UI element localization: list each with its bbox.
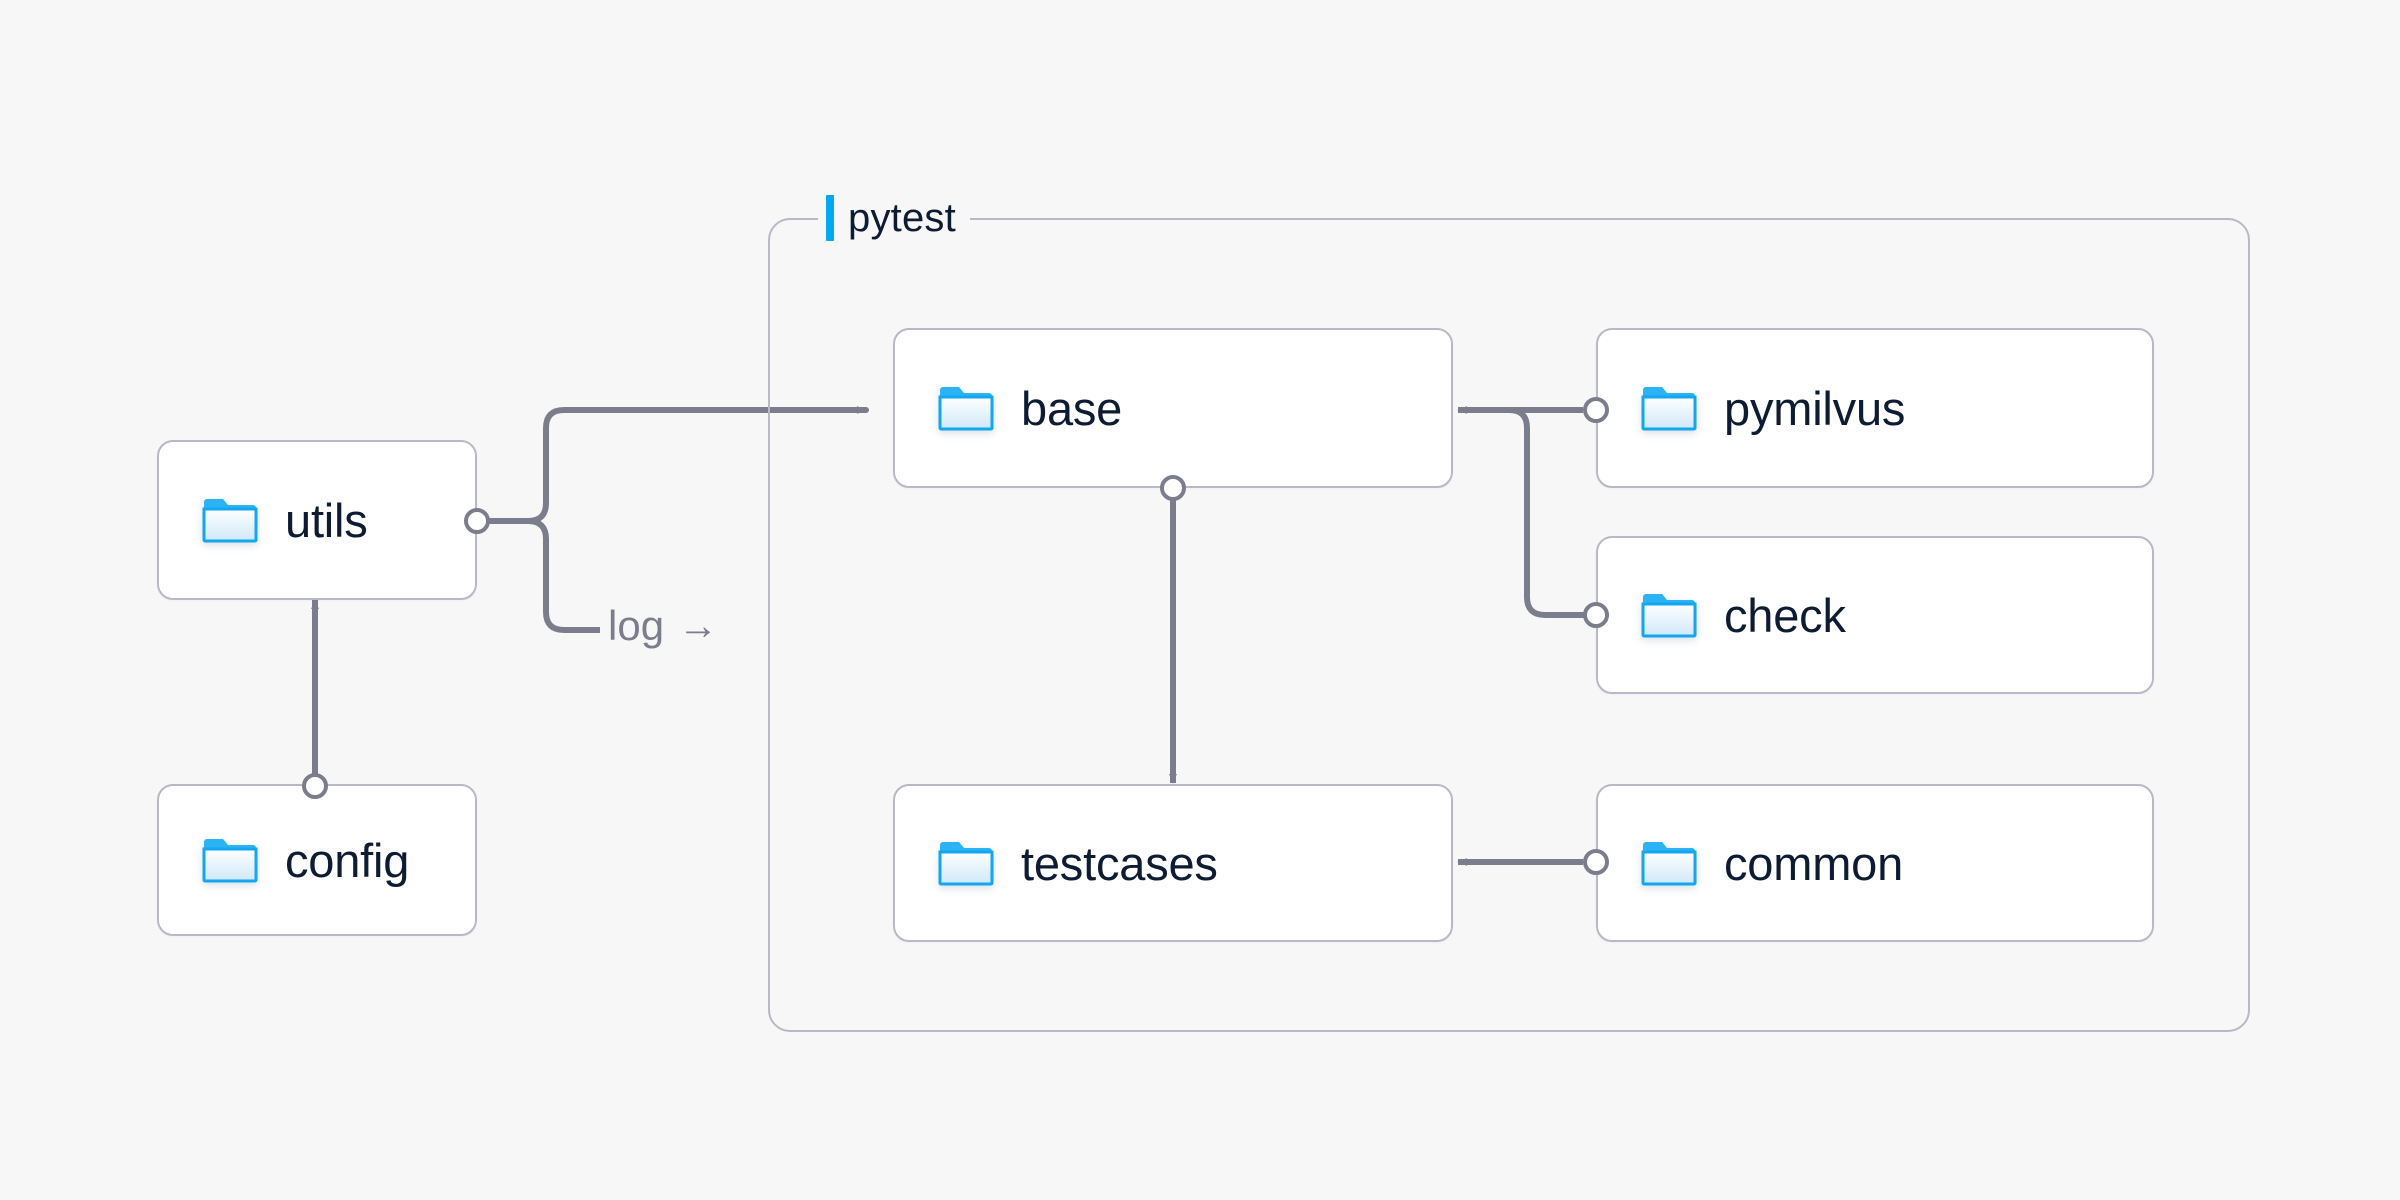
edge-utils-log bbox=[525, 518, 693, 633]
arrow-right-icon: → bbox=[678, 604, 719, 648]
port-utils-right[interactable] bbox=[464, 508, 490, 534]
edge-label-log: log → bbox=[600, 602, 727, 649]
folder-icon bbox=[938, 387, 994, 431]
node-testcases[interactable]: testcases bbox=[893, 784, 1453, 942]
folder-icon bbox=[1641, 842, 1697, 886]
node-pymilvus[interactable]: pymilvus bbox=[1596, 328, 2154, 488]
node-label: check bbox=[1724, 588, 1846, 642]
node-label: common bbox=[1724, 836, 1904, 890]
node-label: testcases bbox=[1021, 836, 1218, 890]
edge-utils-base bbox=[489, 406, 869, 524]
node-label: base bbox=[1021, 381, 1123, 435]
pytest-group-container[interactable] bbox=[768, 218, 2250, 1032]
edge-check-base bbox=[1477, 407, 1586, 618]
port-check-left[interactable] bbox=[1583, 602, 1609, 628]
folder-icon bbox=[202, 499, 258, 543]
node-utils[interactable]: utils bbox=[157, 440, 477, 600]
folder-icon bbox=[1641, 594, 1697, 638]
pytest-group-label: pytest bbox=[818, 185, 970, 251]
port-config-top[interactable] bbox=[302, 773, 328, 799]
node-label: config bbox=[285, 833, 410, 887]
node-label: pymilvus bbox=[1724, 381, 1906, 435]
folder-icon bbox=[938, 842, 994, 886]
edge-label-text: log bbox=[608, 602, 665, 649]
port-common-left[interactable] bbox=[1583, 849, 1609, 875]
node-label: utils bbox=[285, 493, 368, 547]
folder-icon bbox=[1641, 387, 1697, 431]
folder-icon bbox=[202, 839, 258, 883]
group-accent-bar bbox=[826, 195, 834, 241]
node-check[interactable]: check bbox=[1596, 536, 2154, 694]
node-base[interactable]: base bbox=[893, 328, 1453, 488]
port-base-bottom[interactable] bbox=[1160, 475, 1186, 501]
group-title: pytest bbox=[848, 195, 956, 240]
port-pymilvus-left[interactable] bbox=[1583, 397, 1609, 423]
node-config[interactable]: config bbox=[157, 784, 477, 936]
node-common[interactable]: common bbox=[1596, 784, 2154, 942]
